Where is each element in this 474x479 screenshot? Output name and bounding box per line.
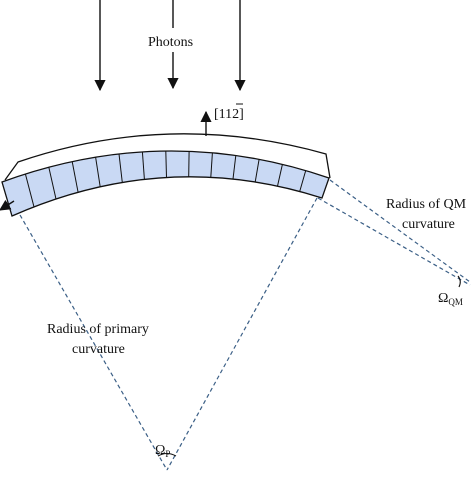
direction-label-close: ] [239,107,244,122]
primary-angle-label: ΩP [155,443,170,459]
crystal-band [2,151,329,216]
photons-label: Photons [148,35,193,50]
direction-label-bar-digit: 2 [232,107,239,122]
primary-radius-label-line2: curvature [72,342,125,357]
direction-label: [112] [214,107,244,122]
crystal-segment-divider [166,151,167,178]
qm-radius-label-line2: curvature [402,217,455,232]
direction-label-open: [11 [214,107,232,122]
qm-radius-label-line1: Radius of QM [386,197,467,212]
primary-angle-subscript: P [165,449,170,459]
qm-angle-label: ΩQM [438,291,463,307]
qm-angle-subscript: QM [448,297,463,307]
primary-radius-label-line1: Radius of primary [47,322,149,337]
primary-angle-symbol: Ω [155,443,165,458]
qm-angle-symbol: Ω [438,291,448,306]
primary-radius-right [167,198,317,470]
